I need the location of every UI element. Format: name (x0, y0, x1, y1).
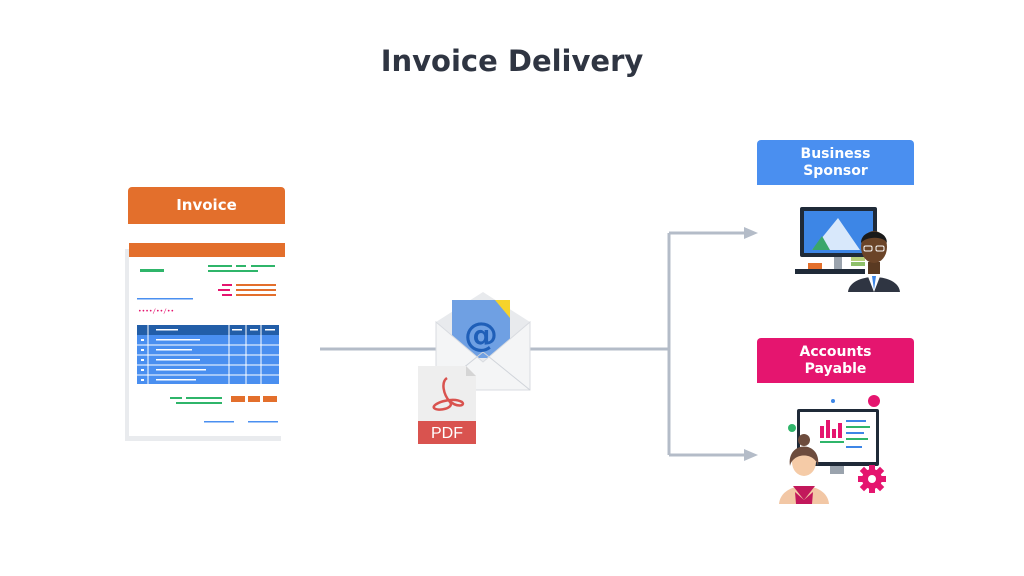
invoice-document-icon: ••••/••/•• (125, 243, 285, 441)
invoice-label-text: Invoice (176, 196, 237, 214)
arrowhead-accounts (744, 449, 758, 461)
pdf-label: PDF (431, 425, 463, 442)
accounts-payable-line2: Payable (804, 360, 867, 377)
email-at-symbol: @ (464, 315, 498, 355)
invoice-date-placeholder: ••••/••/•• (138, 308, 174, 315)
connector-lines (320, 231, 748, 457)
business-sponsor-label: Business Sponsor (757, 140, 914, 185)
arrowhead-business (744, 227, 758, 239)
invoice-label: Invoice (128, 187, 285, 224)
gear-icon (858, 465, 886, 493)
pdf-file-icon: PDF (418, 366, 476, 444)
business-sponsor-line2: Sponsor (803, 162, 868, 179)
business-sponsor-line1: Business (800, 145, 871, 162)
email-envelope-icon: @ (435, 292, 531, 391)
accounts-payable-label: Accounts Payable (757, 338, 914, 383)
accounts-payable-line1: Accounts (799, 343, 872, 360)
businessman-computer-icon (795, 207, 900, 292)
page-title: Invoice Delivery (380, 44, 644, 78)
accountant-dashboard-icon (779, 395, 880, 504)
